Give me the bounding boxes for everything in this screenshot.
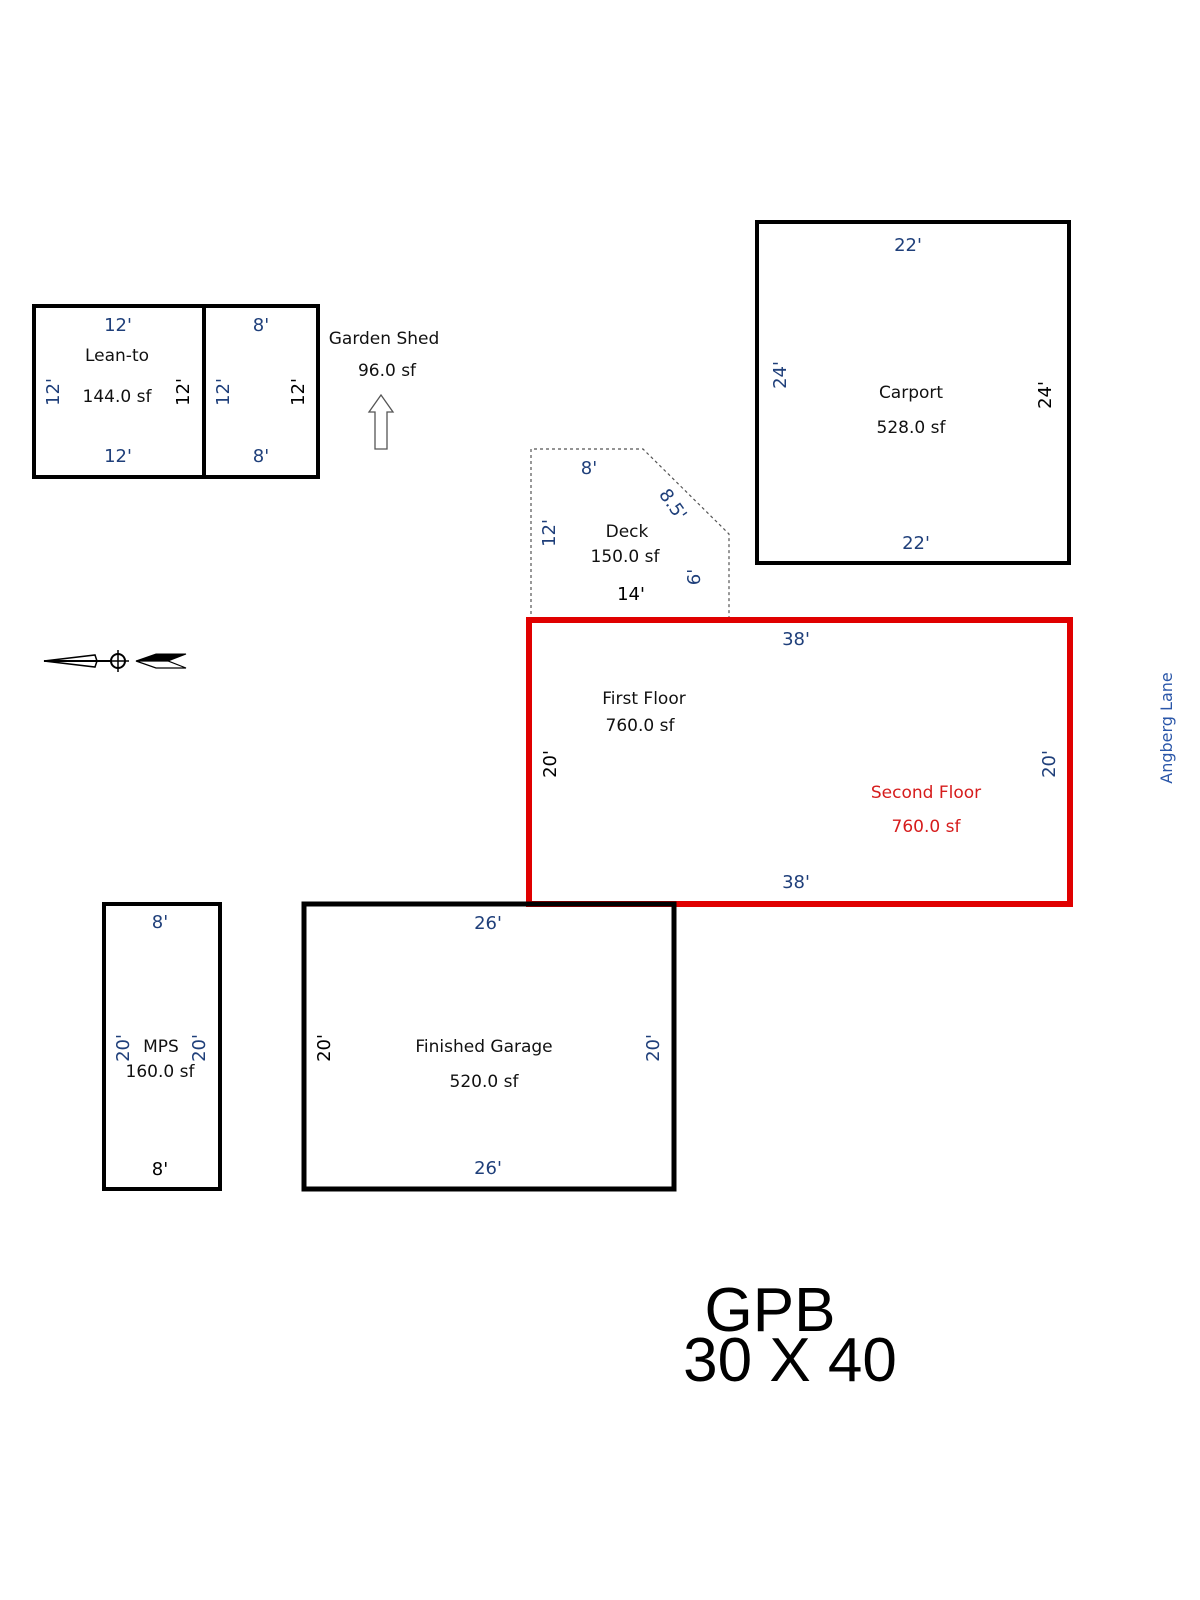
deck-bottom-dim: 14' — [617, 584, 645, 605]
mps-right-dim: 20' — [189, 1034, 210, 1062]
garden-shed-left-dim: 12' — [213, 378, 234, 406]
lean-to-label: Lean-to — [85, 346, 149, 366]
deck-outline — [530, 448, 730, 620]
garage-area: 520.0 sf — [450, 1072, 520, 1092]
title-line-1: GPB — [705, 1276, 836, 1345]
house-top-dim: 38' — [782, 629, 810, 650]
deck-right-dim: 6' — [684, 569, 705, 585]
deck-area: 150.0 sf — [591, 547, 661, 567]
deck-label: Deck — [606, 522, 649, 542]
second-floor-area: 760.0 sf — [892, 817, 962, 837]
garden-shed-top-dim: 8' — [253, 315, 269, 336]
deck-left-dim: 12' — [539, 519, 560, 547]
lean-to-right-dim: 12' — [173, 378, 194, 406]
garden-shed-outline — [202, 304, 320, 479]
deck-top-dim: 8' — [581, 458, 597, 479]
garage-top-dim: 26' — [474, 913, 502, 934]
north-arrow-icon — [43, 650, 187, 672]
carport-left-dim: 24' — [770, 361, 791, 389]
mps-area: 160.0 sf — [126, 1062, 196, 1082]
lean-to-bottom-dim: 12' — [104, 446, 132, 467]
house-outline — [526, 617, 1073, 907]
first-floor-area: 760.0 sf — [606, 716, 676, 736]
mps-outline — [102, 902, 222, 1191]
garage-bottom-dim: 26' — [474, 1158, 502, 1179]
lean-to-left-dim: 12' — [43, 378, 64, 406]
carport-label: Carport — [879, 383, 943, 403]
garden-shed-right-dim: 12' — [288, 378, 309, 406]
street-label: Angberg Lane — [1157, 672, 1176, 783]
second-floor-label: Second Floor — [871, 783, 981, 803]
first-floor-label: First Floor — [602, 689, 685, 709]
title-line-2: 30 X 40 — [683, 1326, 897, 1395]
garden-shed-label: Garden Shed — [329, 329, 440, 349]
mps-left-dim: 20' — [113, 1034, 134, 1062]
up-arrow-icon — [367, 393, 395, 450]
lean-to-area: 144.0 sf — [83, 387, 153, 407]
mps-top-dim: 8' — [152, 912, 168, 933]
carport-right-dim: 24' — [1035, 381, 1056, 409]
carport-area: 528.0 sf — [877, 418, 947, 438]
garage-right-dim: 20' — [643, 1034, 664, 1062]
carport-top-dim: 22' — [894, 235, 922, 256]
carport-outline — [755, 220, 1071, 565]
carport-bottom-dim: 22' — [902, 533, 930, 554]
mps-label: MPS — [143, 1037, 179, 1057]
garden-shed-area: 96.0 sf — [358, 361, 417, 381]
garden-shed-bottom-dim: 8' — [253, 446, 269, 467]
house-left-dim: 20' — [540, 750, 561, 778]
house-bottom-dim: 38' — [782, 872, 810, 893]
lean-to-top-dim: 12' — [104, 315, 132, 336]
mps-bottom-dim: 8' — [152, 1159, 168, 1180]
house-right-dim: 20' — [1039, 750, 1060, 778]
garage-left-dim: 20' — [314, 1034, 335, 1062]
garage-label: Finished Garage — [415, 1037, 552, 1057]
garage-outline — [301, 901, 677, 1192]
